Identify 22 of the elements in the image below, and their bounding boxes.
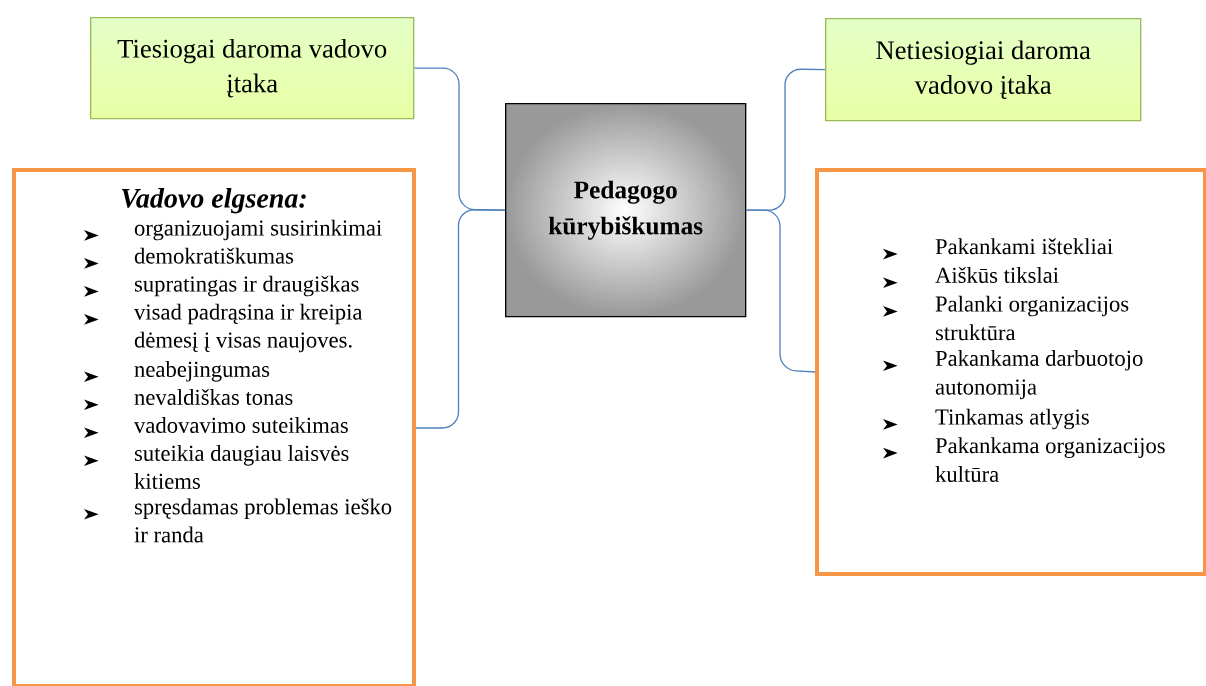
list-item: Pakankama organizacijos kultūra xyxy=(935,437,1165,482)
list-item: supratingas ir draugiškas xyxy=(134,275,359,297)
list-item: demokratiškumas xyxy=(134,247,294,264)
list-item: Tinkamas atlygis xyxy=(935,408,1089,430)
list-box xyxy=(12,168,416,686)
list-item: vadovavimo suteikimas xyxy=(134,417,348,433)
list-item: nevaldiškas tonas xyxy=(134,389,293,405)
central-box: Pedagogo kūrybiškumas xyxy=(505,103,747,318)
list-box xyxy=(815,168,1206,576)
list-item: organizuojami susirinkimai xyxy=(134,219,382,241)
list-item: Aiškūs tikslai xyxy=(935,266,1059,283)
list-item: Pakankama darbuotojo autonomija xyxy=(935,350,1143,400)
brace-connector xyxy=(415,209,506,429)
list-item: neabejingumas xyxy=(134,361,270,382)
list-heading: Vadovo elgsena: xyxy=(121,188,306,214)
list-item: spręsdamas problemas ieško ir randa xyxy=(134,498,392,543)
brace-connector xyxy=(745,209,816,373)
list-item: Pakankami ištekliai xyxy=(935,238,1113,255)
influence-box: Tiesiogai daroma vadovo įtaka xyxy=(90,17,415,120)
list-item: Palanki organizacijos struktūra xyxy=(935,295,1129,341)
influence-box: Netiesiogiai daroma vadovo įtaka xyxy=(825,18,1142,122)
list-item: visad padrąsina ir kreipia dėmesį į visas naujoves. xyxy=(134,303,363,353)
